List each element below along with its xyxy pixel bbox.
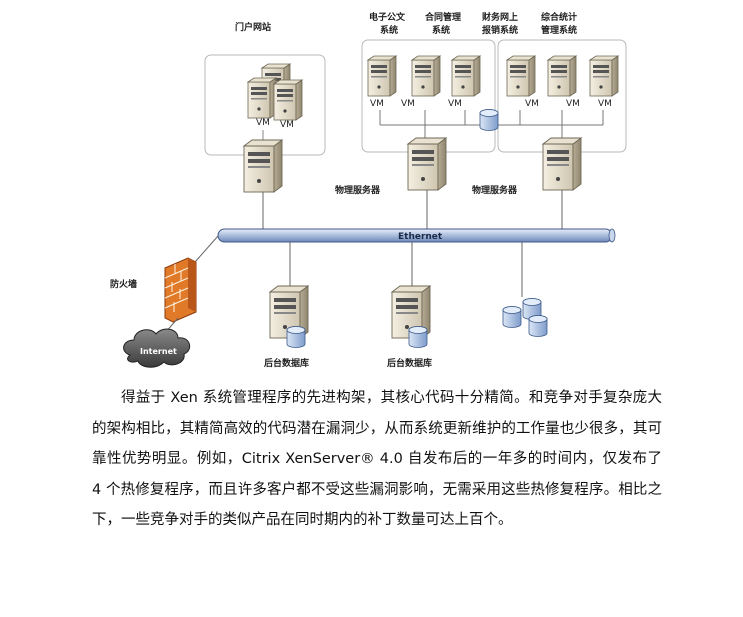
vm-label: VM [566, 99, 580, 109]
vm-server-icon [451, 55, 481, 97]
article-paragraph: 得益于 Xen 系统管理程序的先进构架，其核心代码十分精简。和竞争对手复杂庞大的… [92, 390, 662, 528]
article-body: 得益于 Xen 系统管理程序的先进构架，其核心代码十分精简。和竞争对手复杂庞大的… [92, 383, 662, 536]
physical-server-group-right: VM VM VM 物理服务器 [472, 39, 627, 196]
portal-website-group: 门户网站 VM VM [204, 21, 326, 193]
firewall-group: 防火墙 [110, 257, 197, 334]
vm-server-icon [273, 79, 303, 121]
vm-label: VM [401, 99, 415, 109]
database-icon [408, 326, 428, 348]
vm-label: VM [256, 118, 270, 128]
shared-storage-icon [479, 109, 499, 131]
physical-server-icon [542, 137, 582, 191]
vm-label: VM [370, 99, 384, 109]
storage-cluster-icon [502, 298, 548, 337]
system-3-line2: 报销系统 [482, 24, 518, 36]
vm-server-icon [589, 55, 619, 97]
vm-server-icon [247, 77, 277, 119]
system-1-line2: 系统 [380, 24, 398, 36]
firewall-icon [164, 257, 197, 323]
portal-label: 门户网站 [235, 21, 271, 33]
physical-server-icon [407, 137, 447, 191]
system-2-line2: 系统 [432, 24, 450, 36]
system-2-line1: 合同管理 [425, 11, 461, 23]
system-3-line1: 财务网上 [481, 11, 518, 23]
ethernet-bus: Ethernet [217, 228, 616, 243]
backend-db-group-1: 后台数据库 [264, 285, 309, 369]
internet-label: Internet [140, 347, 177, 356]
database-icon [286, 326, 306, 348]
firewall-label: 防火墙 [110, 278, 137, 290]
physical-server-label-right: 物理服务器 [472, 184, 518, 196]
system-1-line1: 电子公文 [369, 11, 406, 23]
vm-label: VM [448, 99, 462, 109]
vm-label: VM [280, 120, 294, 130]
ethernet-label: Ethernet [398, 232, 443, 242]
physical-server-group-left: VM VM VM 物理服务器 [335, 39, 496, 196]
vm-server-icon [411, 55, 441, 97]
system-4-line2: 管理系统 [541, 24, 577, 36]
backend-db-group-2: 后台数据库 [387, 285, 432, 369]
backend-db-label-2: 后台数据库 [387, 357, 432, 369]
physical-server-label-left: 物理服务器 [335, 184, 381, 196]
physical-server-icon [243, 139, 283, 193]
backend-db-label-1: 后台数据库 [264, 357, 309, 369]
system-4-line1: 综合统计 [541, 11, 577, 23]
internet-cloud-icon: Internet [123, 328, 191, 368]
vm-label: VM [525, 99, 539, 109]
vm-server-icon [547, 55, 577, 97]
vm-server-icon [506, 55, 536, 97]
network-architecture-diagram: 门户网站 VM VM 电子公文 系统 合同管理 系统 财务网上 报销系统 综合统… [110, 11, 627, 369]
vm-server-icon [367, 55, 397, 97]
system-labels: 电子公文 系统 合同管理 系统 财务网上 报销系统 综合统计 管理系统 [369, 11, 577, 36]
vm-label: VM [598, 99, 612, 109]
